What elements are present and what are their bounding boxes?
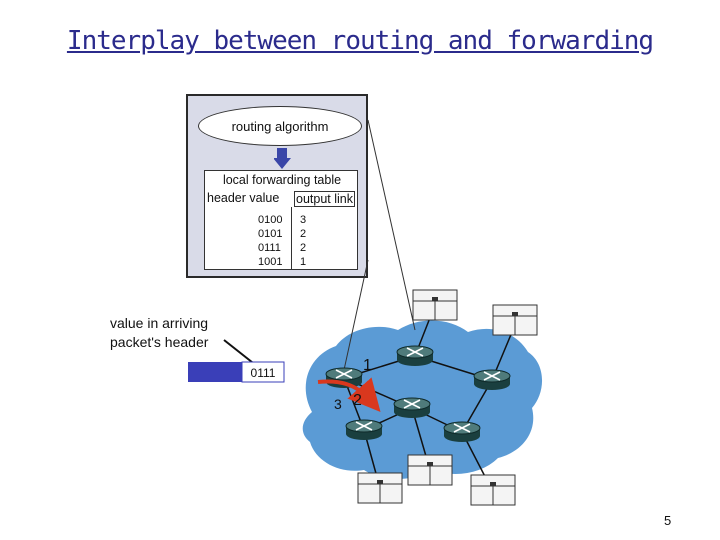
routing-algorithm-label: routing algorithm bbox=[231, 118, 329, 134]
link-label-3: 3 bbox=[334, 396, 342, 412]
callout-line bbox=[367, 119, 416, 331]
forwarding-table-title: local forwarding table bbox=[222, 173, 342, 187]
router-icon bbox=[345, 419, 383, 441]
table-cell-header: 0111 bbox=[258, 242, 281, 254]
table-cell-link: 2 bbox=[300, 228, 307, 240]
packet-header-field bbox=[241, 361, 285, 383]
router-icon bbox=[393, 397, 431, 419]
table-cell-header: 1001 bbox=[258, 256, 283, 268]
link-label-1: 1 bbox=[363, 357, 372, 374]
router-icon bbox=[443, 421, 481, 443]
table-cell-header: 0100 bbox=[258, 214, 283, 226]
down-arrow-icon bbox=[274, 148, 291, 169]
header-value-column-label: header value bbox=[207, 191, 280, 205]
router-icon bbox=[396, 345, 434, 367]
host-computer bbox=[357, 472, 403, 504]
link-label-2: 2 bbox=[353, 392, 362, 409]
forwarding-arrow bbox=[317, 377, 381, 413]
forwarding-table: local forwarding table header value outp… bbox=[204, 170, 358, 270]
page-number: 5 bbox=[664, 513, 672, 528]
host-computer bbox=[407, 454, 453, 486]
table-cell-link: 2 bbox=[300, 242, 307, 254]
annotation-line-1: value in arriving bbox=[110, 315, 209, 331]
slide-title: Interplay between routing and forwarding bbox=[66, 26, 654, 56]
annotation-line-2: packet's header bbox=[110, 334, 209, 350]
table-cell-header: 0101 bbox=[258, 228, 283, 240]
callout-line bbox=[343, 259, 369, 371]
routing-algorithm-ellipse: routing algorithm bbox=[198, 106, 362, 146]
output-links-column: 3 2 2 1 bbox=[300, 213, 306, 269]
table-divider bbox=[291, 207, 292, 269]
host-computer bbox=[492, 304, 538, 336]
host-computer bbox=[470, 474, 516, 506]
packet-header-value: 0111 bbox=[251, 366, 276, 380]
header-annotation: value in arriving packet's header bbox=[110, 314, 208, 352]
table-cell-link: 1 bbox=[300, 256, 307, 268]
host-computer bbox=[412, 289, 458, 321]
header-values-column: 0100 0101 0111 1001 bbox=[258, 213, 282, 269]
output-link-column-label: output link bbox=[294, 191, 355, 207]
table-cell-link: 3 bbox=[300, 214, 307, 226]
router-icon bbox=[473, 369, 511, 391]
